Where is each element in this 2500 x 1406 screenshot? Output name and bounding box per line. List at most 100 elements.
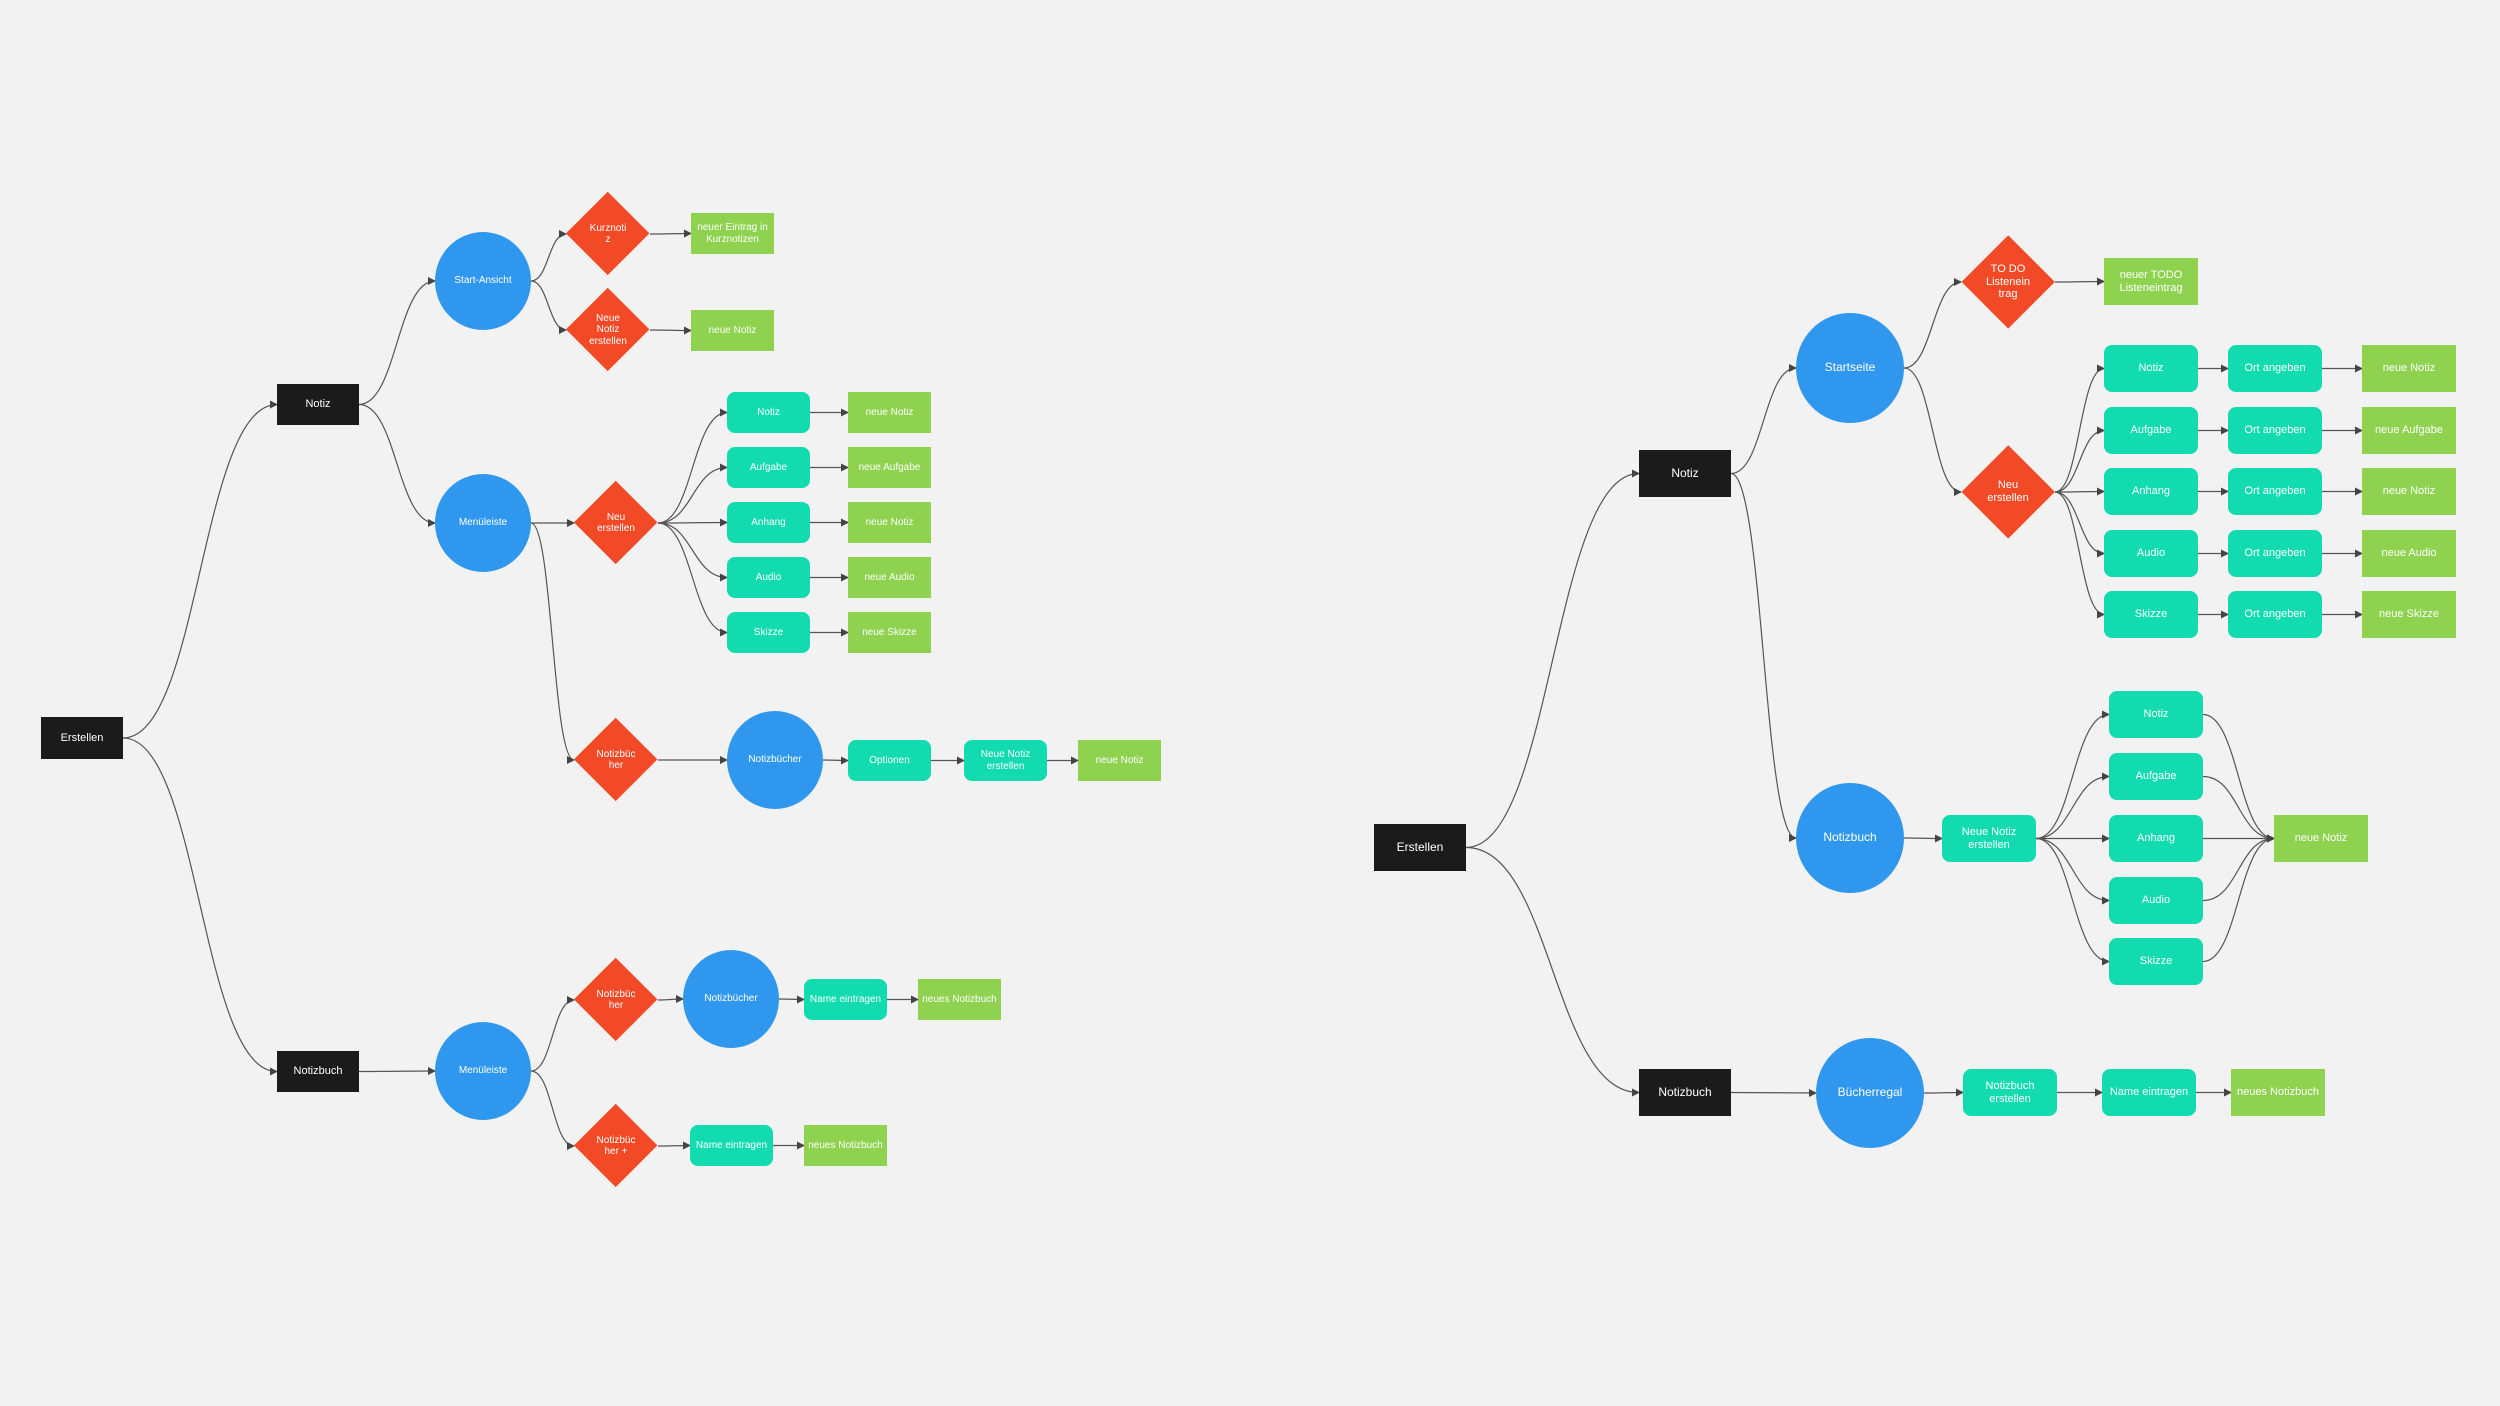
- right-buecherregal-node[interactable]: Bücherregal: [1816, 1038, 1924, 1148]
- connector-edge: [2035, 710, 2110, 840]
- right-startseite-node[interactable]: Startseite: [1796, 313, 1904, 423]
- connector-edge: [657, 1141, 691, 1150]
- connector-edge: [530, 996, 575, 1072]
- left-name-eintragen-step-1[interactable]: Name eintragen: [804, 979, 887, 1020]
- left-kurznotiz-decision[interactable]: Kurznoti z: [566, 192, 650, 276]
- left-menueleiste-node-2[interactable]: Menüleiste: [435, 1022, 531, 1120]
- right-nb-option-aufgabe[interactable]: Aufgabe: [2109, 753, 2203, 800]
- connector-edge: [1730, 1088, 1817, 1097]
- connector-edge: [657, 522, 728, 637]
- left-option-anhang[interactable]: Anhang: [727, 502, 810, 543]
- connector-edge: [2202, 834, 2275, 963]
- left-neuer-eintrag-result[interactable]: neuer Eintrag in Kurznotizen: [691, 213, 774, 254]
- right-option-skizze[interactable]: Skizze: [2104, 591, 2198, 638]
- left-erstellen-node[interactable]: Erstellen: [41, 717, 123, 759]
- right-nb-result-neue-notiz[interactable]: neue Notiz: [2274, 815, 2368, 862]
- connector-edge: [657, 518, 728, 527]
- connector-edge: [530, 1070, 575, 1150]
- left-neues-notizbuch-result-2[interactable]: neues Notizbuch: [804, 1125, 887, 1166]
- connector-edge: [2035, 837, 2110, 966]
- connector-edge: [2202, 713, 2275, 843]
- right-notizbuch-circle[interactable]: Notizbuch: [1796, 783, 1904, 893]
- right-erstellen-node[interactable]: Erstellen: [1374, 824, 1466, 871]
- connector-edge: [1730, 472, 1797, 842]
- left-notiz-node[interactable]: Notiz: [277, 384, 359, 425]
- right-notizbuch-node[interactable]: Notizbuch: [1639, 1069, 1731, 1116]
- right-result-neue-audio[interactable]: neue Audio: [2362, 530, 2456, 577]
- left-result-neue-audio[interactable]: neue Audio: [848, 557, 931, 598]
- connector-edge: [649, 326, 692, 335]
- left-neue-notiz-erstellen-step[interactable]: Neue Notiz erstellen: [964, 740, 1047, 781]
- left-option-skizze[interactable]: Skizze: [727, 612, 810, 653]
- right-notizbuch-erstellen-step[interactable]: Notizbuch erstellen: [1963, 1069, 2057, 1116]
- left-result-neue-skizze[interactable]: neue Skizze: [848, 612, 931, 653]
- connector-edge: [657, 522, 728, 582]
- left-menueleiste-node-1[interactable]: Menüleiste: [435, 474, 531, 572]
- connector-edge: [1465, 846, 1640, 1097]
- right-neu-erstellen-decision[interactable]: Neu erstellen: [1961, 445, 2055, 539]
- right-option-notiz[interactable]: Notiz: [2104, 345, 2198, 392]
- left-result-neue-notiz-anhang[interactable]: neue Notiz: [848, 502, 931, 543]
- right-result-neue-notiz-anhang[interactable]: neue Notiz: [2362, 468, 2456, 515]
- right-name-eintragen-step[interactable]: Name eintragen: [2102, 1069, 2196, 1116]
- left-option-notiz[interactable]: Notiz: [727, 392, 810, 433]
- connector-edge: [657, 408, 728, 524]
- right-todo-decision[interactable]: TO DO Listenein trag: [1961, 235, 2055, 329]
- connector-edge: [822, 756, 849, 765]
- right-nb-option-audio[interactable]: Audio: [2109, 877, 2203, 924]
- left-start-ansicht-node[interactable]: Start-Ansicht: [435, 232, 531, 330]
- connector-edge: [657, 463, 728, 524]
- left-optionen-step[interactable]: Optionen: [848, 740, 931, 781]
- connector-edge: [1903, 834, 1943, 843]
- left-name-eintragen-step-2[interactable]: Name eintragen: [690, 1125, 773, 1166]
- right-ort-angeben-3[interactable]: Ort angeben: [2228, 468, 2322, 515]
- right-notiz-node[interactable]: Notiz: [1639, 450, 1731, 497]
- right-option-aufgabe[interactable]: Aufgabe: [2104, 407, 2198, 454]
- left-notizbuecher-node-1[interactable]: Notizbücher: [727, 711, 823, 809]
- left-notizbuecher-decision-2[interactable]: Notizbüc her: [574, 958, 658, 1042]
- left-notizbuecher-decision-1[interactable]: Notizbüc her: [574, 718, 658, 802]
- left-neues-notizbuch-result-1[interactable]: neues Notizbuch: [918, 979, 1001, 1020]
- left-notizbuch-node[interactable]: Notizbuch: [277, 1051, 359, 1092]
- right-ort-angeben-2[interactable]: Ort angeben: [2228, 407, 2322, 454]
- left-neu-erstellen-decision[interactable]: Neu erstellen: [574, 481, 658, 565]
- connector-edge: [358, 403, 436, 527]
- left-option-aufgabe[interactable]: Aufgabe: [727, 447, 810, 488]
- connector-edge: [2054, 277, 2105, 286]
- connector-edge: [778, 995, 805, 1004]
- right-option-anhang[interactable]: Anhang: [2104, 468, 2198, 515]
- left-option-audio[interactable]: Audio: [727, 557, 810, 598]
- left-result-neue-aufgabe[interactable]: neue Aufgabe: [848, 447, 931, 488]
- connector-edge: [1465, 469, 1640, 849]
- left-neue-notiz-result-1[interactable]: neue Notiz: [691, 310, 774, 351]
- right-result-neue-skizze[interactable]: neue Skizze: [2362, 591, 2456, 638]
- connector-edge: [358, 1067, 436, 1076]
- connector-edge: [2035, 772, 2110, 840]
- left-notizbuecher-node-2[interactable]: Notizbücher: [683, 950, 779, 1048]
- right-ort-angeben-4[interactable]: Ort angeben: [2228, 530, 2322, 577]
- connector-edge: [2054, 364, 2105, 493]
- left-neue-notiz-erstellen-decision[interactable]: Neue Notiz erstellen: [566, 288, 650, 372]
- right-neues-notizbuch-result[interactable]: neues Notizbuch: [2231, 1069, 2325, 1116]
- right-option-audio[interactable]: Audio: [2104, 530, 2198, 577]
- right-nb-option-skizze[interactable]: Skizze: [2109, 938, 2203, 985]
- connector-edge: [122, 400, 278, 739]
- right-todo-result[interactable]: neuer TODO Listeneintrag: [2104, 258, 2198, 305]
- right-neue-notiz-erstellen-step[interactable]: Neue Notiz erstellen: [1942, 815, 2036, 862]
- right-ort-angeben-1[interactable]: Ort angeben: [2228, 345, 2322, 392]
- right-result-neue-aufgabe[interactable]: neue Aufgabe: [2362, 407, 2456, 454]
- left-neue-notiz-result-2[interactable]: neue Notiz: [1078, 740, 1161, 781]
- right-ort-angeben-5[interactable]: Ort angeben: [2228, 591, 2322, 638]
- connector-edge: [657, 995, 684, 1004]
- right-nb-option-notiz[interactable]: Notiz: [2109, 691, 2203, 738]
- right-result-neue-notiz[interactable]: neue Notiz: [2362, 345, 2456, 392]
- left-notizbuecher-plus-decision[interactable]: Notizbüc her +: [574, 1104, 658, 1188]
- connector-edge: [2054, 426, 2105, 493]
- connector-edge: [358, 277, 436, 406]
- right-nb-option-anhang[interactable]: Anhang: [2109, 815, 2203, 862]
- left-result-neue-notiz[interactable]: neue Notiz: [848, 392, 931, 433]
- connector-edge: [530, 522, 575, 764]
- connector-edge: [122, 737, 278, 1076]
- connector-edge: [2202, 834, 2275, 902]
